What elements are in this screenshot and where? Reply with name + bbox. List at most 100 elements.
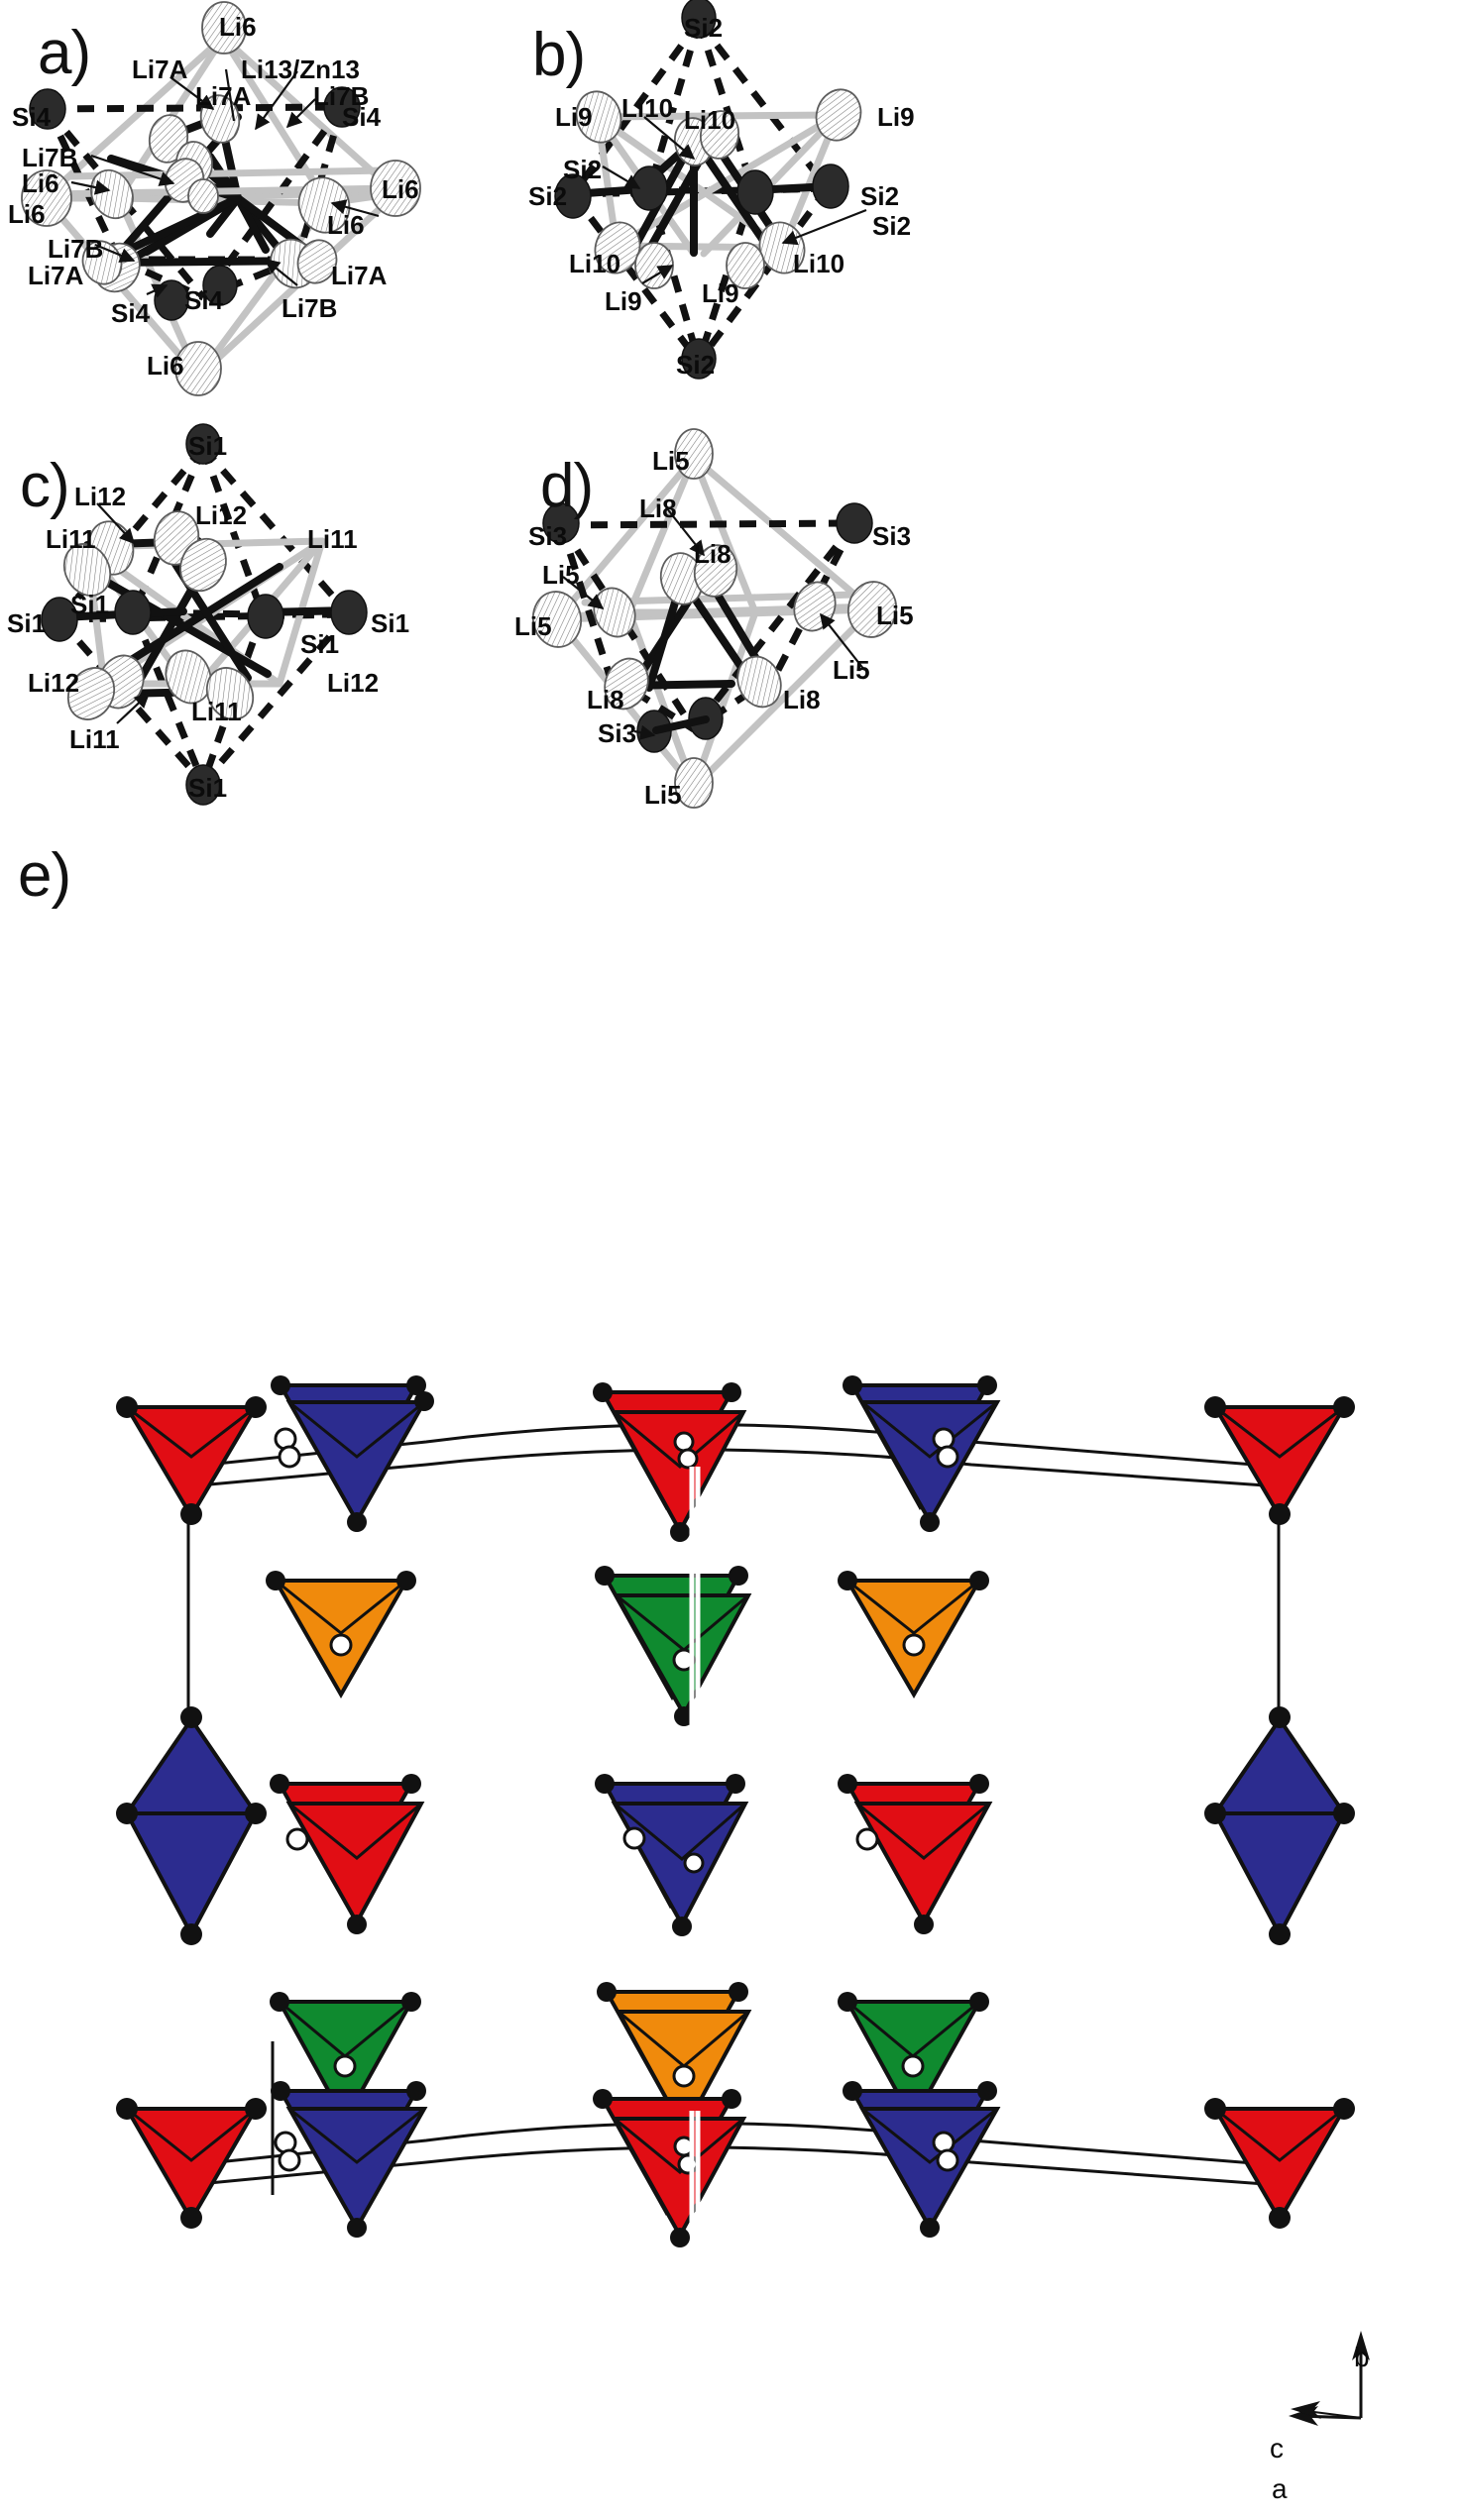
- panel-letter-a: a): [38, 19, 91, 87]
- panel-d-central-bonds: [630, 559, 775, 692]
- panel-e-tetra-red-3b: [116, 2098, 267, 2229]
- panel-e-tetra-orange-3: [597, 1982, 752, 2140]
- panel-a-central-bonds: [95, 113, 319, 272]
- panel-b-cage-grey: [594, 111, 842, 258]
- panel-a-cage-dashed: [44, 103, 346, 301]
- panel-e-bipyr-blue-4: [595, 1774, 749, 1936]
- atom-label-li5-12: Li5: [644, 780, 682, 810]
- atom-label-li8-10: Li8: [783, 685, 821, 714]
- panel-e-tetra-orange-1: [266, 1571, 416, 1699]
- atom-label-li9-3: Li9: [555, 102, 593, 132]
- panel-e-bipyr-blue-6: [271, 2081, 428, 2238]
- atom-label-li5-0: Li5: [652, 446, 690, 476]
- atom-label-si4-5: Si4: [12, 102, 52, 132]
- axis-label-c-1: c: [1270, 2433, 1284, 2464]
- atom-label-li7b-4: Li7B: [313, 81, 370, 111]
- atom-label-li7a-3: Li7A: [195, 81, 252, 111]
- atom-label-si1-5: Si1: [70, 590, 110, 619]
- atom-label-li10-1: Li10: [621, 93, 674, 123]
- atom-label-li6-9: Li6: [382, 174, 419, 204]
- atom-label-si2-7: Si2: [860, 181, 900, 211]
- atom-label-li5-7: Li5: [876, 601, 914, 630]
- axis-label-a-2: a: [1272, 2473, 1288, 2504]
- atom-label-si3-11: Si3: [598, 718, 637, 748]
- atom-label-li7b-7: Li7B: [22, 143, 78, 172]
- atom-label-li8-9: Li8: [587, 685, 624, 714]
- panel-b-si-atoms: [554, 0, 849, 380]
- atom-label-li12-9: Li12: [28, 668, 80, 698]
- panel-e-tetra-green-3: [838, 1992, 989, 2126]
- panel-e-bipyr-blue-7: [843, 2081, 1001, 2238]
- panel-e-tetra-red-2: [1204, 1396, 1355, 1525]
- panel-e-bipyr-blue-2: [843, 1375, 1001, 1532]
- atom-label-si3-2: Si3: [528, 521, 568, 551]
- atom-label-li7a-1: Li7A: [132, 55, 188, 84]
- panel-d-bar-bottom: [619, 680, 735, 690]
- panel-e-bipyr-red-4: [593, 2089, 747, 2247]
- panel-e-tetra-orange-2: [838, 1571, 989, 1698]
- atom-label-li9-4: Li9: [877, 102, 915, 132]
- panel-c-bar-bottom: [115, 688, 214, 698]
- panel-letter-b: b): [532, 21, 586, 89]
- atom-label-si4-6: Si4: [342, 102, 382, 132]
- panel-d-si3-si3-bond: [652, 715, 710, 734]
- atom-label-li6-10: Li6: [8, 199, 46, 229]
- atom-label-si1-13: Si1: [188, 773, 228, 803]
- atom-label-si4-16: Si4: [184, 285, 224, 315]
- atom-label-li11-4: Li11: [307, 524, 358, 554]
- panel-b-polyhedron: [554, 0, 867, 380]
- panel-a-bottom-bar: [103, 257, 319, 267]
- panel-c-bar-right: [259, 606, 353, 616]
- atom-label-li13-zn13-2: Li13/Zn13: [241, 55, 360, 84]
- panel-letter-c: c): [20, 452, 70, 520]
- atom-label-li10-2: Li10: [684, 105, 736, 135]
- atom-label-li7a-14: Li7A: [331, 261, 388, 290]
- panel-e-tetra-green-2: [270, 1992, 421, 2126]
- atom-label-si2-5: Si2: [563, 155, 603, 184]
- panel-e-tetra-red-1: [116, 1396, 267, 1525]
- atom-label-si1-0: Si1: [188, 431, 228, 461]
- panel-e-tetra-red-4b: [1204, 2098, 1355, 2229]
- atom-label-li11-11: Li11: [191, 697, 242, 726]
- atom-label-li6-8: Li6: [22, 168, 59, 198]
- atom-label-li11-12: Li11: [69, 724, 120, 754]
- atom-label-li5-6: Li5: [514, 611, 552, 641]
- panel-e-packing: [116, 1375, 1370, 2426]
- panel-e-tetra-green-1: [595, 1566, 752, 1726]
- atom-label-si2-13: Si2: [676, 350, 716, 380]
- atom-label-li7b-12: Li7B: [48, 234, 104, 264]
- panel-a-waist-rails: [46, 166, 400, 198]
- panel-e-bipyr-blue-1: [271, 1375, 434, 1532]
- panel-c-cage-grey: [83, 537, 326, 690]
- atom-label-li9-11: Li9: [605, 286, 642, 316]
- panel-b-central-bonds: [630, 135, 787, 257]
- panel-c-central-bonds: [90, 553, 283, 686]
- atom-label-li7a-13: Li7A: [28, 261, 84, 290]
- axis-label-b-0: b: [1354, 2342, 1370, 2372]
- atom-label-li6-0: Li6: [219, 12, 257, 42]
- atom-label-li7b-17: Li7B: [281, 293, 338, 323]
- atom-label-li10-10: Li10: [793, 249, 845, 278]
- atom-label-li9-12: Li9: [702, 278, 739, 308]
- atom-label-si4-15: Si4: [111, 298, 151, 328]
- panel-letter-e: e): [18, 841, 71, 910]
- panel-e-bipyr-red-2: [270, 1774, 425, 1934]
- atom-label-li12-10: Li12: [327, 668, 380, 698]
- atom-label-li12-2: Li12: [195, 500, 248, 530]
- panel-e-bipyr-red-1: [593, 1382, 747, 1542]
- atom-label-li11-3: Li11: [46, 524, 96, 554]
- atom-label-si2-8: Si2: [872, 211, 912, 241]
- atom-label-li12-1: Li12: [74, 482, 127, 511]
- atom-label-si1-6: Si1: [7, 608, 47, 638]
- atom-label-si2-0: Si2: [684, 13, 724, 43]
- atom-label-li8-4: Li8: [694, 539, 731, 569]
- panel-c-bar-top: [83, 537, 202, 549]
- atom-label-li5-5: Li5: [542, 560, 580, 590]
- atom-label-si2-6: Si2: [528, 181, 568, 211]
- atom-label-li10-9: Li10: [569, 249, 621, 278]
- panel-b-bar-left: [569, 184, 658, 198]
- atom-label-li8-1: Li8: [639, 493, 677, 523]
- atom-label-si1-8: Si1: [300, 629, 340, 659]
- panel-e-bipyr-red-3: [838, 1774, 993, 1934]
